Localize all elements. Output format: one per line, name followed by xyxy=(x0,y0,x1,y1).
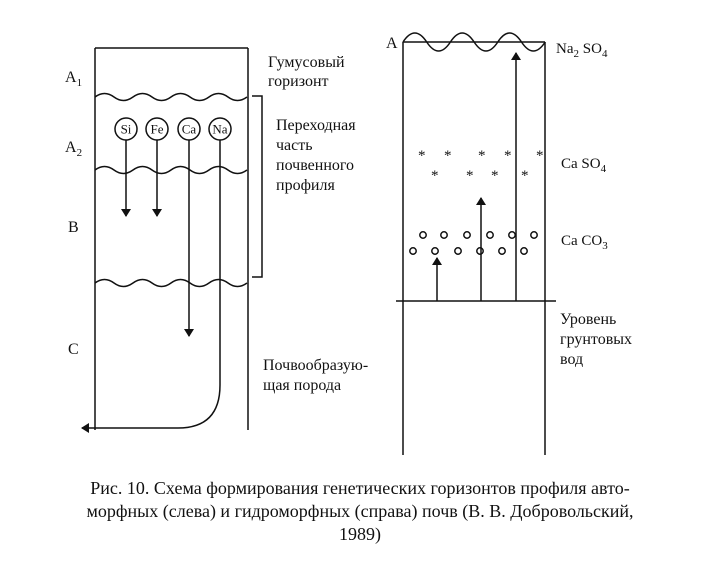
groundwater-label-line3: вод xyxy=(560,351,583,368)
parent-rock-label-line2: щая порода xyxy=(263,377,341,394)
groundwater-label-line2: грунтовых xyxy=(560,331,632,348)
caso4-mark: * xyxy=(491,168,499,184)
caco3-mark xyxy=(530,231,538,239)
caso4-mark: * xyxy=(478,148,486,164)
element-fe: Fe xyxy=(145,117,169,217)
horizon-b-label: B xyxy=(68,219,79,236)
caco3-mark xyxy=(431,247,439,255)
caso4-mark: * xyxy=(504,148,512,164)
wavy-boundary-a2-b xyxy=(94,165,248,175)
transition-label-line3: почвенного xyxy=(276,157,354,174)
caso4-mark: * xyxy=(431,168,439,184)
humus-label-line2: горизонт xyxy=(268,73,329,90)
caso4-mark: * xyxy=(444,148,452,164)
horizon-c-label: C xyxy=(68,341,79,358)
horizon-a1-label: A1 xyxy=(65,69,82,89)
parent-rock-label-line1: Почвообразую- xyxy=(263,357,368,374)
caso4-crystals: * * * * * * * * * xyxy=(418,148,544,184)
caption-line-2: морфных (слева) и гидроморфных (справа) … xyxy=(86,501,634,521)
element-si-symbol: Si xyxy=(121,122,132,137)
transition-label-line1: Переходная xyxy=(276,117,356,134)
caco3-label: Ca CO3 xyxy=(561,233,608,252)
transition-bracket xyxy=(252,95,263,278)
caco3-mark xyxy=(440,231,448,239)
caso4-mark: * xyxy=(521,168,529,184)
element-ca: Ca xyxy=(177,117,201,337)
caco3-mark xyxy=(419,231,427,239)
element-si: Si xyxy=(114,117,138,217)
humus-label-line1: Гумусовый xyxy=(268,54,345,71)
horizon-a2-label: A2 xyxy=(65,139,82,159)
soil-profile-diagram: A1 A2 B C Si Fe Ca Na Гумусовый горизонт xyxy=(65,32,632,455)
wavy-boundary-b-c xyxy=(94,278,248,288)
element-fe-symbol: Fe xyxy=(151,122,164,137)
right-profile: A * * * * * * * * * xyxy=(386,32,632,455)
caption-line-1: Рис. 10. Схема формирования генетических… xyxy=(90,478,630,498)
element-ca-symbol: Ca xyxy=(182,122,197,137)
caso4-mark: * xyxy=(536,148,544,164)
wavy-boundary-a1-a2 xyxy=(94,92,248,102)
caco3-mark xyxy=(454,247,462,255)
caption-line-3: 1989) xyxy=(339,524,381,544)
caco3-mark xyxy=(520,247,528,255)
caco3-mark xyxy=(409,247,417,255)
caco3-concretions xyxy=(409,231,538,255)
caso4-mark: * xyxy=(466,168,474,184)
caco3-mark xyxy=(498,247,506,255)
caco3-mark xyxy=(463,231,471,239)
element-na: Na xyxy=(81,117,232,433)
transition-label-line2: часть xyxy=(276,137,313,154)
caco3-mark xyxy=(476,247,484,255)
element-na-symbol: Na xyxy=(212,122,227,137)
horizon-a-right-label: A xyxy=(386,35,398,52)
left-profile: A1 A2 B C Si Fe Ca Na Гумусовый горизонт xyxy=(65,47,368,433)
caso4-label: Ca SO4 xyxy=(561,156,607,175)
groundwater-label-line1: Уровень xyxy=(560,311,616,328)
element-na-arrow xyxy=(81,140,221,433)
transition-label-line4: профиля xyxy=(276,177,335,194)
caso4-mark: * xyxy=(418,148,426,164)
na2so4-label: Na2 SO4 xyxy=(556,41,608,60)
caco3-mark xyxy=(508,231,516,239)
caco3-mark xyxy=(486,231,494,239)
figure-caption: Рис. 10. Схема формирования генетических… xyxy=(20,477,700,546)
